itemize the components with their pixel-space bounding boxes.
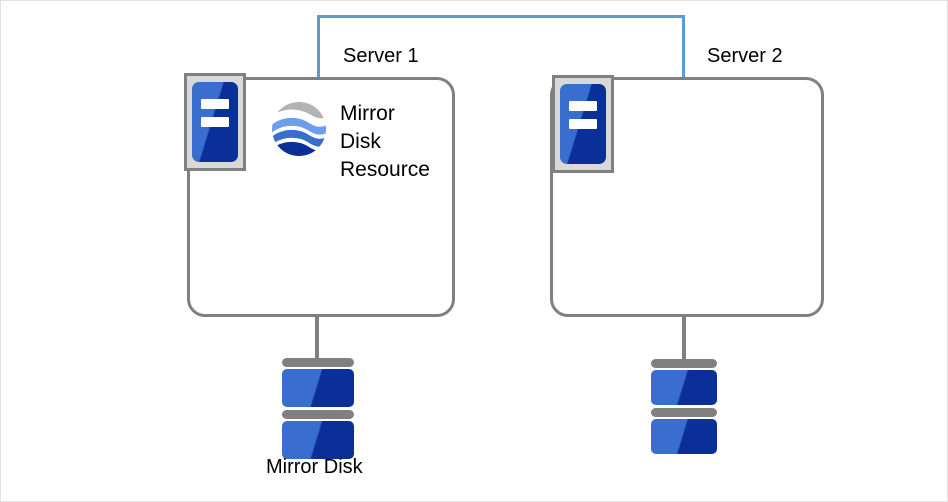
server-unit-icon-bar-top: [569, 101, 597, 111]
disk-cap-top: [651, 359, 717, 368]
server-unit-icon-bar-bottom: [569, 119, 597, 129]
server-unit-icon-body: [560, 84, 606, 164]
server-unit-icon-body: [192, 82, 238, 162]
server-1-disk-connector: [315, 314, 319, 362]
server-unit-icon: [184, 73, 246, 171]
mirror-disk-resource-label: Mirror Disk Resource: [340, 102, 430, 181]
disk-stack-icon: [651, 359, 717, 454]
disk-cap-top: [282, 358, 354, 367]
disk-cap-middle: [651, 408, 717, 417]
mirror-disk-caption: Mirror Disk: [266, 456, 363, 478]
server-unit-icon: [552, 75, 614, 173]
disk-platter-lower: [651, 419, 717, 454]
disk-platter-upper: [282, 369, 354, 407]
server-unit-icon-bar-bottom: [201, 117, 229, 127]
disk-platter-lower: [282, 421, 354, 459]
disk-platter-upper: [651, 370, 717, 405]
server-1-label: Server 1: [343, 45, 419, 67]
server-unit-icon-bar-top: [201, 99, 229, 109]
server-2-disk-connector: [682, 314, 686, 362]
server-2-label: Server 2: [707, 45, 783, 67]
interconnect-link-bracket: [317, 15, 685, 77]
globe-icon: [272, 102, 326, 156]
disk-cap-middle: [282, 410, 354, 419]
disk-stack-icon: [282, 358, 354, 459]
